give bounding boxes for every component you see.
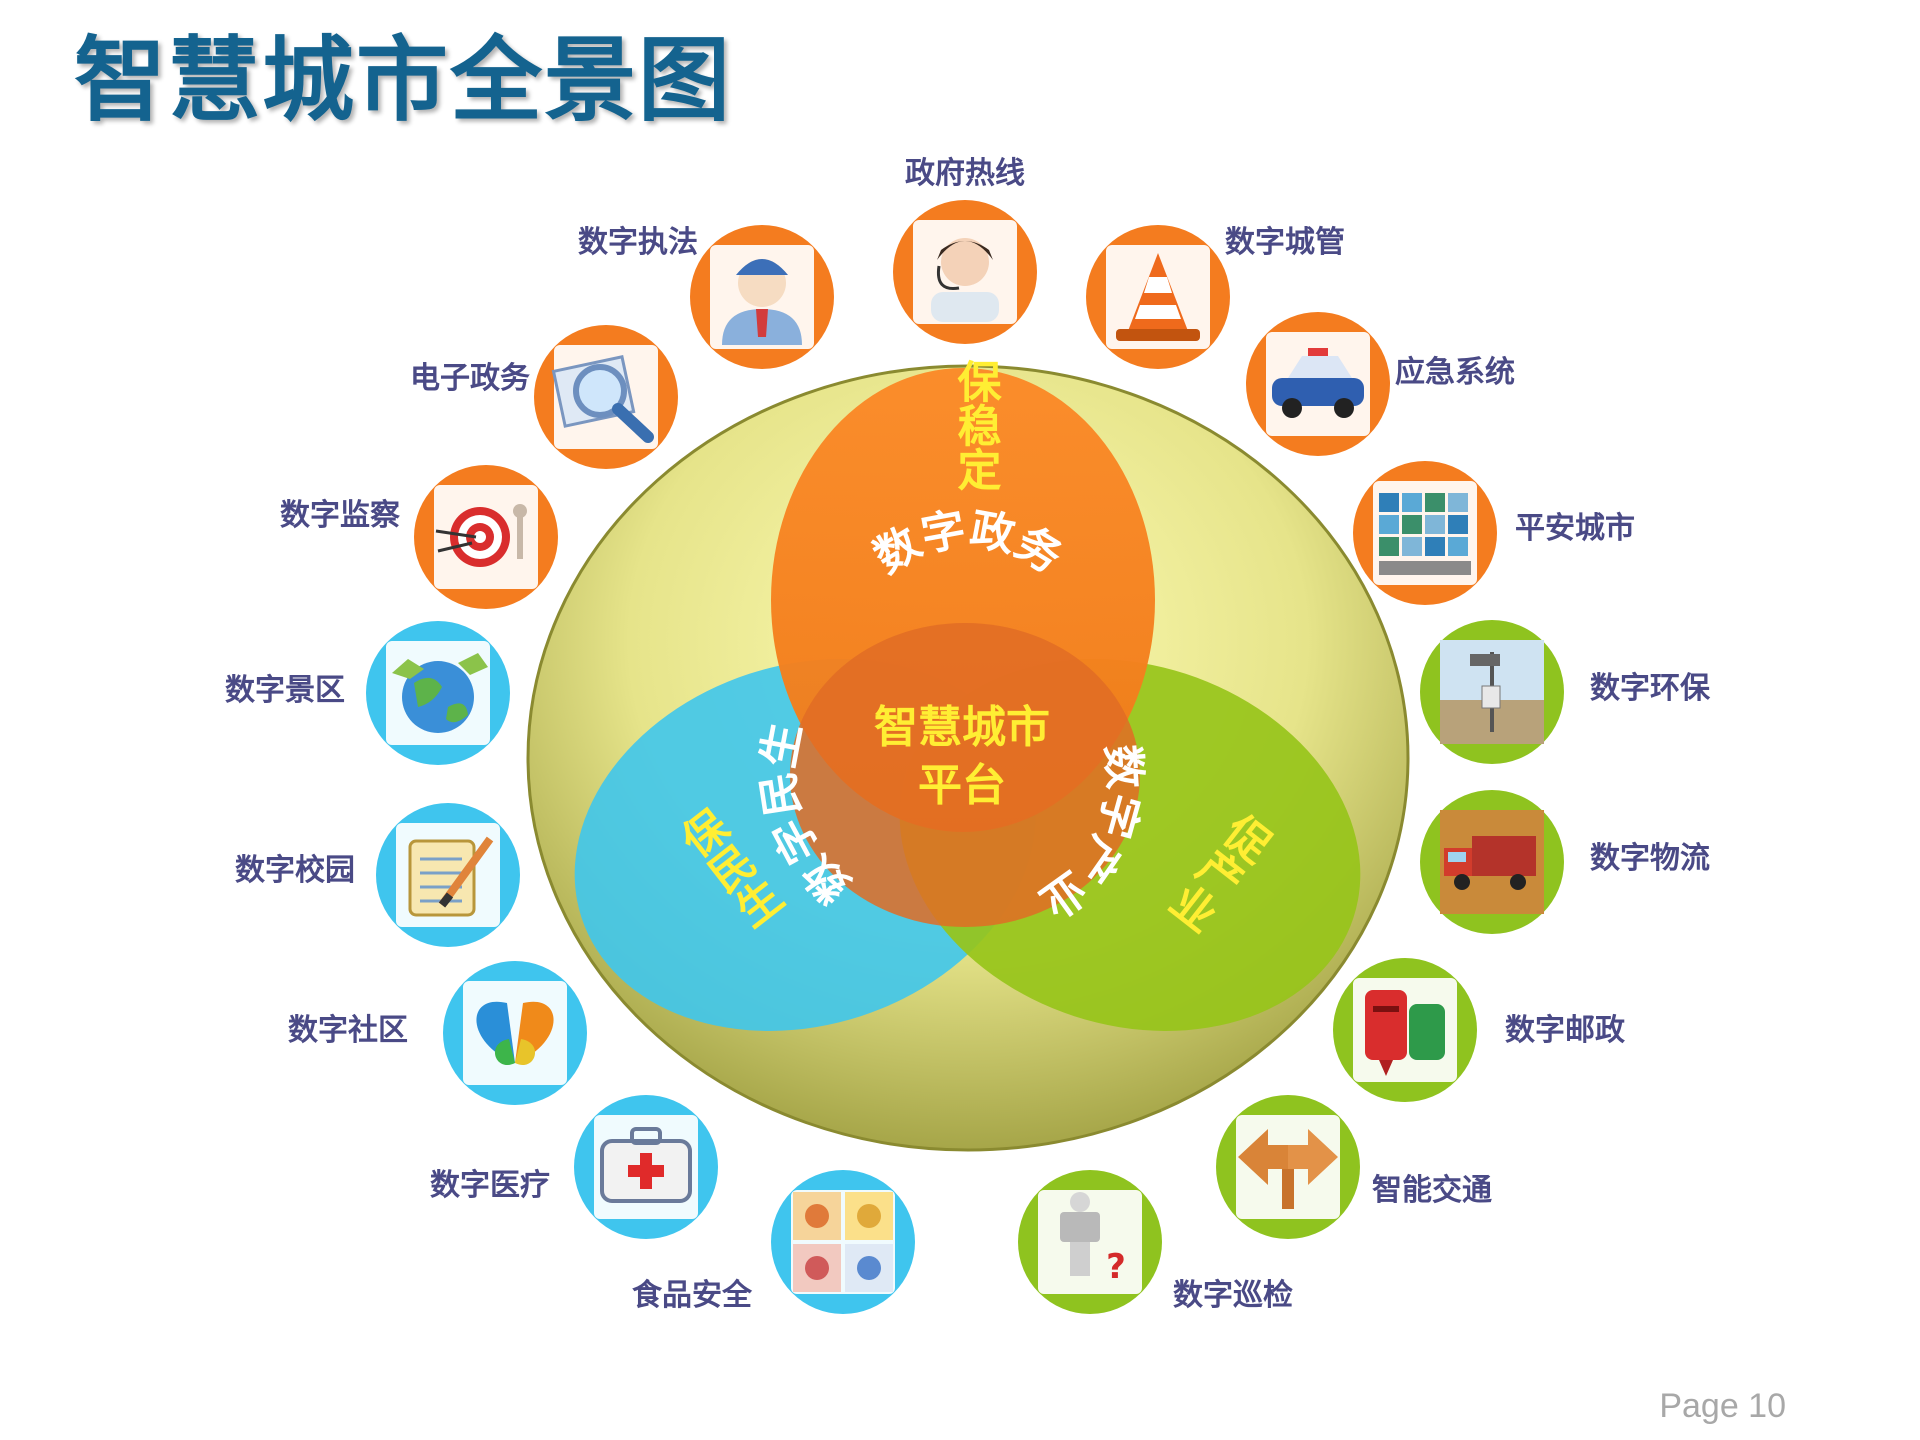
- node-target: 数字监察: [280, 465, 558, 609]
- node-hotline-operator: 政府热线: [893, 156, 1037, 344]
- node-community-butterfly: 数字社区: [288, 961, 587, 1105]
- node-globe: 数字景区: [225, 621, 510, 765]
- node-label: 数字监察: [280, 498, 401, 533]
- first-aid-kit-icon: [594, 1115, 698, 1219]
- node-weather-station: 数字环保: [1420, 620, 1711, 764]
- clipboard-pencil-icon: [396, 823, 500, 927]
- node-label: 平安城市: [1515, 511, 1635, 546]
- node-inspection-question: ? 数字巡检: [1018, 1170, 1293, 1314]
- globe-icon: [386, 641, 490, 745]
- officer-avatar-icon: [710, 245, 814, 349]
- node-label: 数字社区: [288, 1013, 408, 1048]
- node-label: 数字环保: [1590, 671, 1711, 706]
- node-label: 数字城管: [1225, 225, 1345, 260]
- mailbox-icon: [1353, 978, 1457, 1082]
- node-truck: 数字物流: [1420, 790, 1710, 934]
- center-overlap: [790, 623, 1140, 927]
- center-label-line1: 智慧城市: [874, 702, 1050, 753]
- node-label: 数字校园: [235, 853, 355, 888]
- hotline-operator-icon: [913, 220, 1017, 324]
- food-safety-icon: [791, 1190, 895, 1294]
- slide-title: 智慧城市全景图: [74, 27, 733, 134]
- node-police-car: 应急系统: [1246, 312, 1515, 456]
- target-icon: [434, 485, 538, 589]
- magnifier-icon: [551, 345, 658, 449]
- node-label: 数字邮政: [1505, 1013, 1625, 1048]
- community-butterfly-icon: [463, 981, 567, 1085]
- label-top-region: 保稳定: [950, 359, 1002, 491]
- svg-text:?: ?: [1106, 1247, 1126, 1287]
- node-label: 数字执法: [578, 225, 698, 260]
- node-magnifier: 电子政务: [410, 325, 678, 469]
- page-number: Page 10: [1659, 1387, 1786, 1425]
- inspection-question-icon: ?: [1038, 1190, 1142, 1294]
- monitoring-center-icon: [1373, 481, 1477, 585]
- node-officer-avatar: 数字执法: [578, 225, 834, 369]
- police-car-icon: [1266, 332, 1370, 436]
- node-label: 数字景区: [225, 673, 345, 708]
- node-clipboard-pencil: 数字校园: [235, 803, 520, 947]
- node-label: 食品安全: [632, 1278, 753, 1313]
- node-direction-arrows: 智能交通: [1216, 1095, 1492, 1239]
- center-label-line2: 平台: [918, 760, 1006, 811]
- node-label: 智能交通: [1372, 1173, 1492, 1208]
- node-label: 电子政务: [410, 361, 530, 396]
- node-monitoring-center: 平安城市: [1353, 461, 1635, 605]
- node-label: 数字巡检: [1173, 1278, 1293, 1313]
- weather-station-icon: [1440, 640, 1544, 744]
- truck-icon: [1440, 810, 1544, 914]
- node-food-safety: 食品安全: [632, 1170, 915, 1314]
- direction-arrows-icon: [1236, 1115, 1340, 1219]
- node-traffic-cone: 数字城管: [1086, 225, 1345, 369]
- traffic-cone-icon: [1106, 245, 1210, 349]
- node-first-aid-kit: 数字医疗: [430, 1095, 718, 1239]
- node-label: 数字医疗: [430, 1168, 550, 1203]
- node-label: 应急系统: [1395, 355, 1515, 390]
- node-label: 数字物流: [1590, 841, 1710, 876]
- node-mailbox: 数字邮政: [1333, 958, 1625, 1102]
- node-label: 政府热线: [905, 156, 1025, 191]
